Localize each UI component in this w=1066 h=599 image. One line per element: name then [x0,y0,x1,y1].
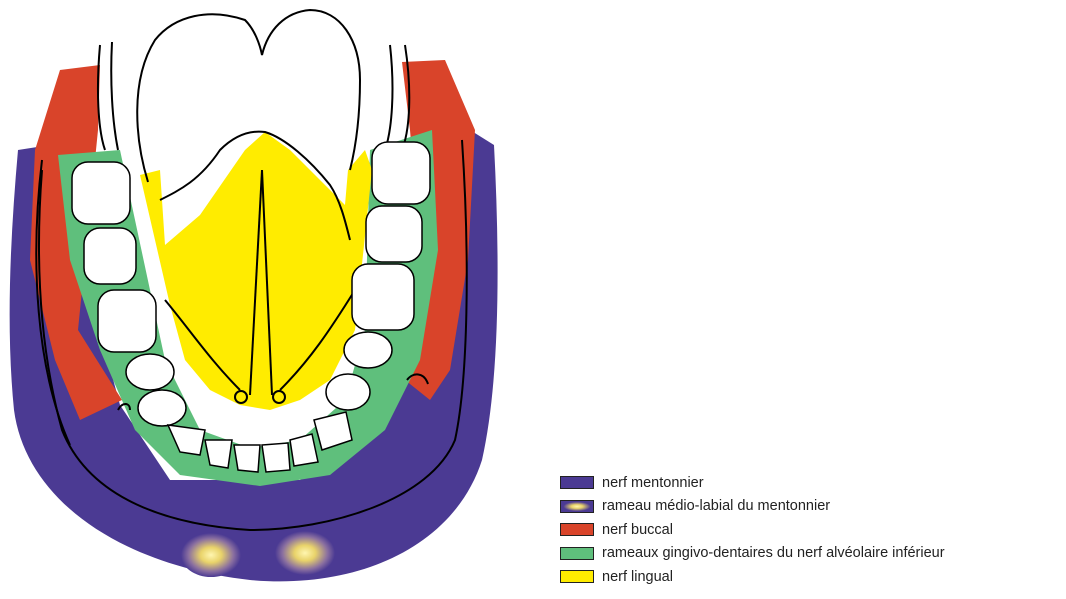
legend-swatch-buccal [560,523,594,536]
legend-label: rameaux gingivo-dentaires du nerf alvéol… [602,545,945,561]
medio-labial-spot-right [275,531,335,575]
legend-item-gingivo: rameaux gingivo-dentaires du nerf alvéol… [560,542,1066,566]
legend-swatch-gingivo [560,547,594,560]
incisor-3 [262,443,290,472]
legend-label: nerf mentonnier [602,475,704,491]
legend-label: nerf lingual [602,569,673,585]
molar-left-3 [98,290,156,352]
legend-label: nerf buccal [602,522,673,538]
medio-labial-spot-left [181,533,241,577]
molar-right-3 [372,142,430,204]
mandible-nerve-diagram [0,0,560,599]
legend-item-mentonnier: nerf mentonnier [560,471,1066,495]
legend-label: rameau médio-labial du mentonnier [602,498,830,514]
premolar-right-2 [344,332,392,368]
incisor-2 [234,445,260,472]
legend-item-buccal: nerf buccal [560,518,1066,542]
legend: nerf mentonnier rameau médio-labial du m… [560,471,1066,589]
premolar-left-2 [138,390,186,426]
premolar-left-1 [126,354,174,390]
premolar-right-1 [326,374,370,410]
molar-right-1 [352,264,414,330]
molar-left-2 [84,228,136,284]
legend-swatch-mentonnier [560,476,594,489]
legend-item-lingual: nerf lingual [560,565,1066,589]
legend-swatch-medio-labial [560,500,594,513]
legend-swatch-lingual [560,570,594,583]
legend-item-medio-labial: rameau médio-labial du mentonnier [560,495,1066,519]
molar-left-1 [72,162,130,224]
molar-right-2 [366,206,422,262]
incisor-1 [205,440,232,468]
